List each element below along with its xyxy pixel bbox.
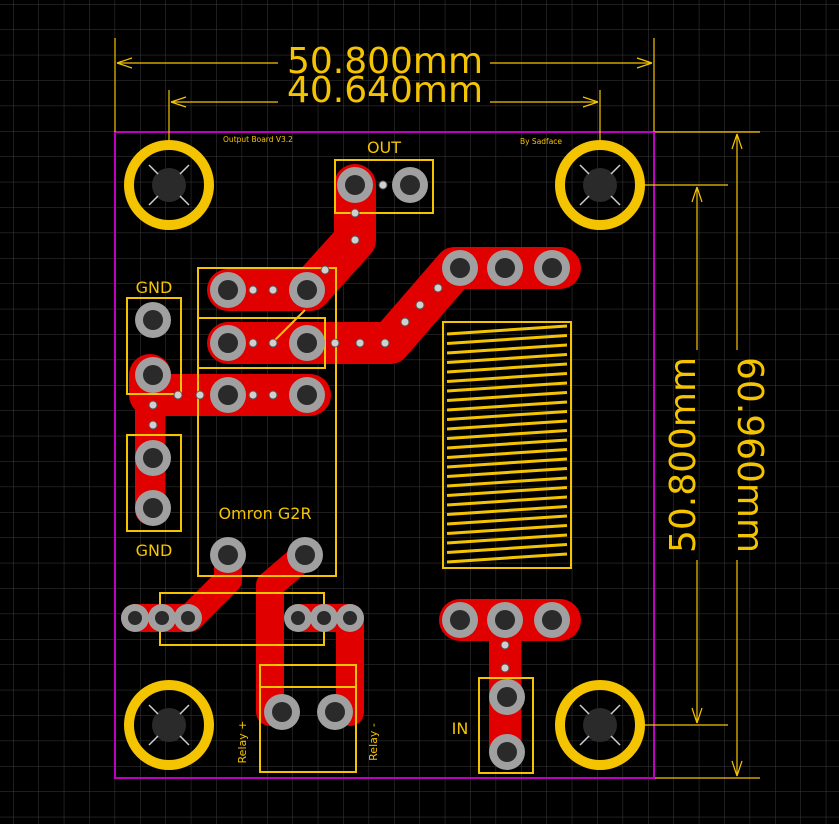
gnd-bottom-label: GND [136, 541, 173, 560]
pad [337, 167, 373, 203]
pad [135, 357, 171, 393]
board-author: By Sadface [520, 137, 562, 146]
via [378, 180, 388, 190]
pad [135, 440, 171, 476]
via [248, 390, 258, 400]
hatched-copper-area [442, 321, 572, 569]
pad [442, 250, 478, 286]
via [148, 400, 158, 410]
pad [487, 250, 523, 286]
via [415, 300, 425, 310]
pad [135, 490, 171, 526]
board-title: Output Board V3.2 [223, 135, 293, 144]
pad [289, 325, 325, 361]
via [400, 317, 410, 327]
in-label: IN [452, 719, 469, 738]
relay-plus-label: Relay + [236, 721, 249, 764]
pad [135, 302, 171, 338]
pad [534, 602, 570, 638]
dimension-hole-spacing-vertical: 50.800mm [663, 357, 704, 553]
via [350, 208, 360, 218]
pad [336, 604, 364, 632]
via [195, 390, 205, 400]
pad [174, 604, 202, 632]
pad [310, 604, 338, 632]
dimension-outer-width: 50.800mm [287, 41, 483, 82]
dimension-outer-height: 60.960mm [729, 357, 770, 553]
pad [121, 604, 149, 632]
pad [487, 602, 523, 638]
via [268, 285, 278, 295]
relay-connector-outline [259, 664, 357, 773]
via [248, 285, 258, 295]
via [330, 338, 340, 348]
pad [148, 604, 176, 632]
pad [317, 694, 353, 730]
pad [210, 325, 246, 361]
pad [442, 602, 478, 638]
pad [264, 694, 300, 730]
pad [534, 250, 570, 286]
relay-minus-label: Relay - [367, 723, 380, 761]
dimension-lines [114, 38, 760, 779]
gnd-bottom-connector-outline [126, 434, 182, 532]
pad [284, 604, 312, 632]
via [433, 283, 443, 293]
pad [392, 167, 428, 203]
through-hole-pads [121, 167, 570, 770]
in-connector-outline [478, 677, 534, 774]
pad [489, 679, 525, 715]
via [500, 663, 510, 673]
dimension-hole-spacing-horizontal: 40.640mm [287, 70, 483, 111]
vias [148, 180, 510, 673]
pad [287, 537, 323, 573]
via [268, 338, 278, 348]
relay-outline [197, 267, 337, 577]
via [248, 338, 258, 348]
via [268, 390, 278, 400]
out-connector-outline [334, 159, 434, 214]
pad [210, 377, 246, 413]
board-outline [114, 131, 655, 779]
relay-switch-symbol [269, 309, 306, 346]
relay-label: Omron G2R [218, 504, 311, 523]
via [380, 338, 390, 348]
via [148, 420, 158, 430]
via [355, 338, 365, 348]
pad [210, 537, 246, 573]
pad [489, 734, 525, 770]
pad [210, 272, 246, 308]
via [350, 235, 360, 245]
via [173, 390, 183, 400]
mounting-hole-bottom-left [124, 680, 214, 770]
via [320, 265, 330, 275]
pad [289, 272, 325, 308]
gnd-top-connector-outline [126, 297, 182, 395]
pad [289, 377, 325, 413]
gnd-top-label: GND [136, 278, 173, 297]
out-label: OUT [367, 138, 401, 157]
via [500, 640, 510, 650]
